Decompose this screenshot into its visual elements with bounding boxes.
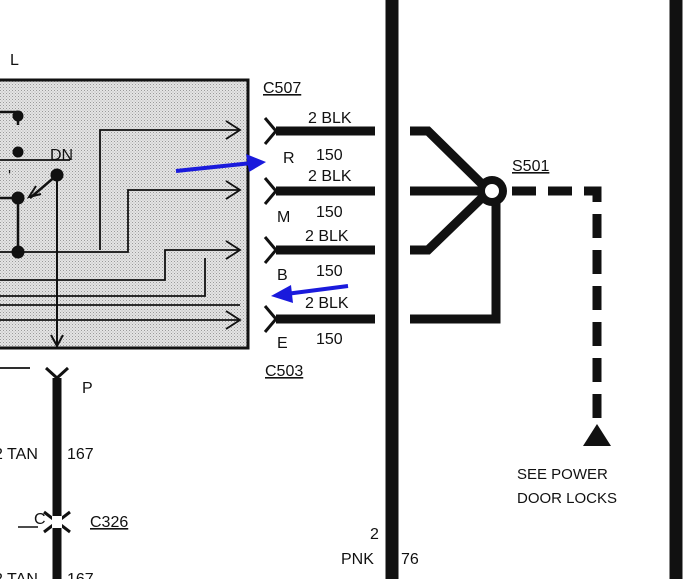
note-line-1: SEE POWER: [517, 466, 608, 483]
pnk-gauge-label: 2: [370, 526, 379, 543]
connector-c503-label: C503: [265, 363, 303, 380]
internal-line-b2: [0, 258, 206, 297]
contact-dot-2: [12, 146, 24, 158]
wire-e-circuit-label: 150: [316, 331, 343, 348]
pin-m-label: M: [277, 209, 290, 226]
tan-top-circuit: 167: [67, 446, 94, 463]
connector-pins: [263, 117, 278, 333]
splice-leg-4: [410, 192, 501, 324]
switch-tick-label: ': [8, 168, 11, 185]
connector-c326-label: C326: [90, 514, 128, 531]
labels: L DN ' C507 C503 S501 C326 R M B E P C 2…: [0, 52, 617, 579]
pin-c-label: C: [34, 511, 46, 528]
arrow-tip-m: [225, 180, 242, 200]
pin-chevron-p: [44, 366, 70, 381]
wire-b-color-label: 2 BLK: [305, 228, 349, 245]
pin-chevron-m: [263, 177, 278, 205]
dashed-feed: [512, 186, 602, 418]
tan-wire: [0, 366, 71, 579]
splice-leg-3: [410, 188, 492, 255]
pin-chevron-b: [263, 236, 278, 264]
blue-arrow-r-shaft: [175, 161, 253, 173]
pin-e-label: E: [277, 335, 288, 352]
blk-wires: [276, 126, 375, 324]
tan-top-label: 2 TAN: [0, 446, 38, 463]
arrow-tip-e: [225, 310, 242, 330]
arrow-tip-r: [225, 120, 242, 140]
internal-line-b: [0, 249, 240, 281]
pin-b-label: B: [277, 267, 288, 284]
tan-bottom-label: 2 TAN: [0, 571, 38, 579]
pin-p-label: P: [82, 380, 93, 397]
blue-arrow-e-head: [271, 285, 293, 303]
pin-r-label: R: [283, 150, 295, 167]
splice-leg-1: [410, 126, 492, 194]
switch-blade: [29, 174, 58, 199]
pin-chevron-r: [263, 117, 278, 145]
contact-bus-wire: [0, 196, 20, 252]
tan-bottom-circuit: 167: [67, 571, 94, 579]
wire-r-circuit-label: 150: [316, 147, 343, 164]
contact-dot-1: [12, 110, 24, 122]
wire-b-circuit-label: 150: [316, 263, 343, 280]
module-box: [0, 78, 250, 350]
dn-feed-arrow: [50, 334, 64, 349]
pnk-color-label: PNK: [341, 551, 374, 568]
internal-line-r: [99, 129, 240, 250]
wire-m-color-label: 2 BLK: [308, 168, 352, 185]
pin-chevron-e: [263, 305, 278, 333]
blue-arrow-e-shaft: [285, 284, 349, 296]
switch-blade-arrow: [26, 185, 42, 199]
note-line-2: DOOR LOCKS: [517, 490, 617, 507]
c326-gap: [52, 516, 62, 528]
connector-c507-label: C507: [263, 80, 301, 97]
arrow-tip-b: [225, 240, 242, 260]
dashed-wire: [512, 186, 602, 418]
annotation-arrows: [175, 154, 349, 303]
wire-e-color-label: 2 BLK: [305, 295, 349, 312]
lock-switch-module: [0, 78, 250, 350]
splice-s501: [410, 126, 501, 324]
splice-node-center: [485, 184, 499, 198]
vertical-bars: [385, 0, 683, 579]
internal-line-m: [0, 189, 240, 253]
continuation-triangle-icon: [583, 424, 611, 446]
splice-s501-label: S501: [512, 158, 549, 175]
switch-l-label: L: [10, 52, 19, 69]
pnk-circuit-label: 76: [401, 551, 419, 568]
wire-m-circuit-label: 150: [316, 204, 343, 221]
blue-arrow-r-head: [246, 154, 266, 172]
wire-r-color-label: 2 BLK: [308, 110, 352, 127]
switch-dn-label: DN: [50, 147, 73, 164]
internal-circuits: [0, 120, 242, 330]
